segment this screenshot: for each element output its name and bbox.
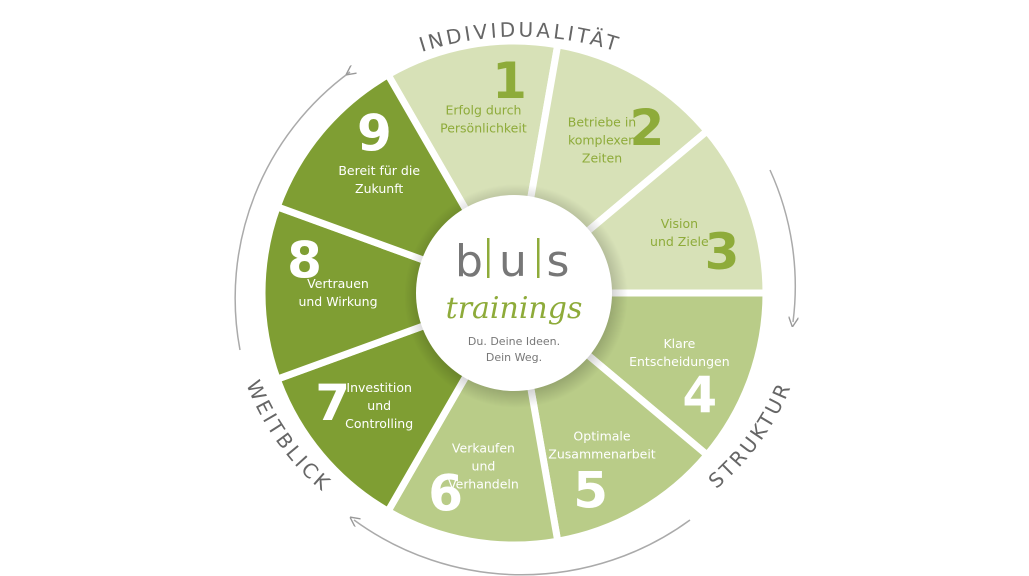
segment-3-label: Vision und Ziele [650,216,709,249]
segment-5-number: 5 [573,462,608,520]
segment-2-label-line: Betriebe in [568,115,636,130]
segment-3-label-line: Vision [661,216,698,231]
segment-2-label-line: komplexen [568,133,636,148]
logo-script: trainings [446,291,583,326]
segment-7-label-line: und [367,398,391,413]
segment-7-number: 7 [315,374,350,432]
logo: b u s trainings Du. Deine Ideen. Dein We… [446,236,583,364]
logo-letter-s: s [547,236,570,287]
segment-7-label-line: Investition [346,380,412,395]
segment-9-number: 9 [357,104,392,162]
logo-letter-u: u [499,236,527,287]
segment-9-label-line: Zukunft [355,181,403,196]
logo-tagline-1: Du. Deine Ideen. [468,335,560,348]
segment-5-label-line: Zusammenarbeit [548,446,656,461]
segment-2-number: 2 [629,99,664,157]
segment-1-number: 1 [492,52,527,110]
arrow-bottom [354,520,691,576]
segment-3-number: 3 [705,223,740,281]
segment-6-label-line: und [472,458,496,473]
center-circle [416,195,612,391]
segment-8-label-line: Vertrauen [307,276,369,291]
segment-6-label-line: Verkaufen [452,440,515,455]
segment-1-label-line: Erfolg durch [445,103,521,118]
arrow-left-top [234,72,350,351]
logo-letter-b: b [455,236,483,287]
segment-8-number: 8 [287,232,322,290]
segment-4-label-line: Entscheidungen [629,354,730,369]
segment-3-label-line: und Ziele [650,234,709,249]
arrow-right [769,169,795,322]
segment-4-number: 4 [682,366,717,424]
segment-8-label-line: und Wirkung [298,294,377,309]
logo-divider-2 [537,238,540,278]
segment-8-label: Vertrauen und Wirkung [298,276,377,309]
segment-8-shape [258,202,525,384]
segment-2-label-line: Zeiten [582,151,622,166]
segment-7-label-line: Controlling [345,416,413,431]
logo-divider-1 [487,238,490,278]
logo-tagline-2: Dein Weg. [486,351,542,364]
segment-1-label-line: Persönlichkeit [440,121,527,136]
segment-5-label-line: Optimale [573,428,630,443]
segment-6-label-line: Verhandeln [448,476,519,491]
segment-9-label-line: Bereit für die [338,163,420,178]
segment-6-number: 6 [428,465,463,523]
segment-4-label-line: Klare [663,336,695,351]
